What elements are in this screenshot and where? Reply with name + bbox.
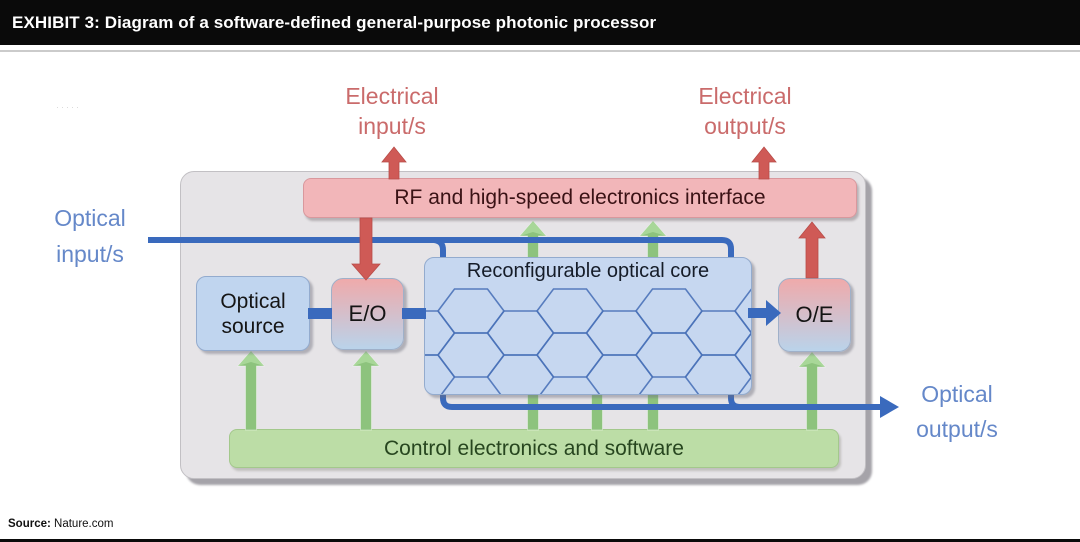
optical-input-label: Optical input/s <box>20 200 160 272</box>
core-title: Reconfigurable optical core <box>466 260 710 282</box>
scan-artifact: ····· <box>56 102 81 112</box>
optical-source-box: Optical source <box>196 276 310 351</box>
rf-interface-box: RF and high-speed electronics interface <box>303 178 857 218</box>
reconfigurable-core-box: Reconfigurable optical core <box>424 257 752 395</box>
hexagon-cell <box>425 310 456 356</box>
photonic-mesh-pattern <box>425 288 751 394</box>
hexagon-cell <box>486 310 555 356</box>
hexagon-cell <box>585 354 654 394</box>
optical-output-label: Optical output/s <box>877 377 1037 447</box>
hexagon-cell <box>536 288 604 334</box>
optical-source-label-line1: Optical <box>220 289 286 313</box>
electrical-output-line1: Electrical <box>698 83 792 109</box>
control-electronics-box: Control electronics and software <box>229 429 839 468</box>
hexagon-cell <box>734 288 751 334</box>
optical-input-line1: Optical <box>54 205 126 231</box>
exhibit-title: EXHIBIT 3: Diagram of a software-defined… <box>12 12 657 32</box>
hexagon-cell <box>734 332 751 378</box>
hexagon-cell <box>684 310 751 356</box>
source-value: Nature.com <box>54 518 114 530</box>
hexagon-cell <box>486 354 555 394</box>
optical-input-line2: input/s <box>56 241 124 267</box>
hexagon-cell <box>437 332 505 378</box>
source-attribution: Source: Nature.com <box>8 518 113 530</box>
hexagon-cell <box>635 332 703 378</box>
control-electronics-label: Control electronics and software <box>384 436 684 460</box>
optical-output-line2: output/s <box>916 416 998 442</box>
exhibit-header-bar: EXHIBIT 3: Diagram of a software-defined… <box>0 0 1080 45</box>
hexagon-cell <box>585 310 654 356</box>
electrical-output-line2: output/s <box>704 113 786 139</box>
source-label: Source: <box>8 518 51 530</box>
rf-interface-label: RF and high-speed electronics interface <box>394 186 766 209</box>
hexagon-cell <box>684 354 751 394</box>
eo-label: E/O <box>348 301 387 326</box>
optical-output-line1: Optical <box>921 381 993 407</box>
electrical-input-label: Electrical input/s <box>312 81 472 141</box>
bottom-border <box>0 539 1080 542</box>
hexagon-cell <box>437 288 505 334</box>
electrical-output-label: Electrical output/s <box>665 81 825 141</box>
hexagon-cell <box>635 288 703 334</box>
optical-source-label-line2: source <box>221 314 285 338</box>
oe-converter-box: O/E <box>778 278 851 352</box>
header-divider <box>0 50 1080 52</box>
oe-label: O/E <box>795 302 834 327</box>
eo-converter-box: E/O <box>331 278 404 350</box>
electrical-input-line2: input/s <box>358 113 426 139</box>
electrical-input-line1: Electrical <box>345 83 439 109</box>
hexagon-cell <box>425 354 456 394</box>
hexagon-cell <box>536 332 604 378</box>
